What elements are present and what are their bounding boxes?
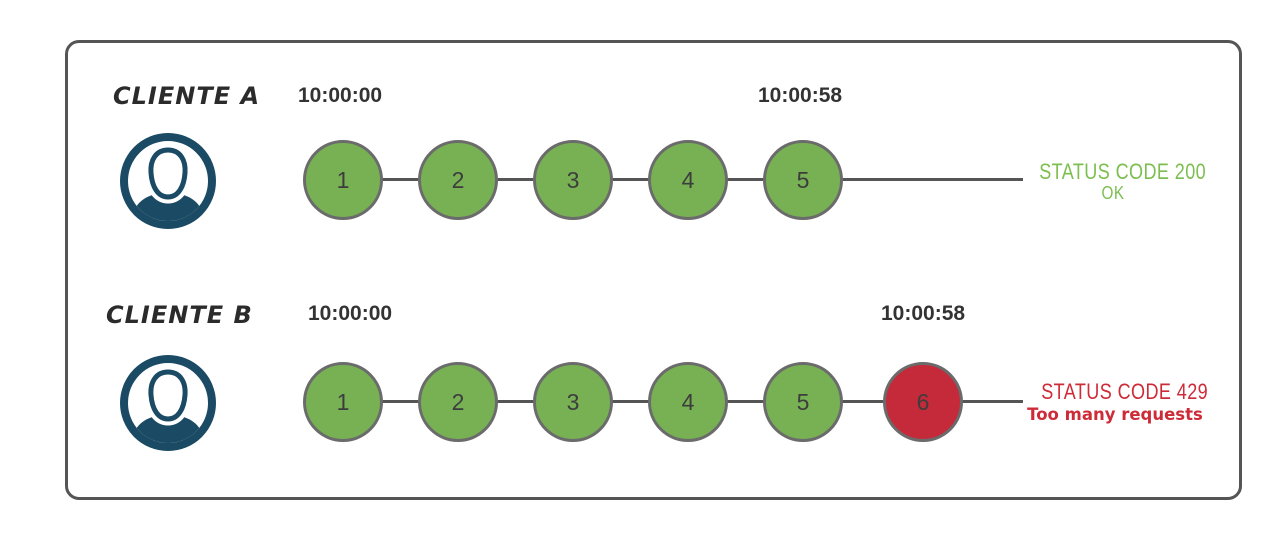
status-code-line: STATUS CODE 429 [1041,379,1209,404]
request-number: 5 [796,388,810,415]
status-code-line: STATUS CODE 200 [1039,159,1207,184]
request-circle: 2 [418,140,498,220]
request-circle: 1 [303,140,383,220]
request-number: 4 [681,166,695,193]
request-number: 6 [916,388,930,415]
client-b-start-timestamp: 10:00:00 [308,302,393,325]
client-a-end-timestamp: 10:00:58 [758,84,843,107]
request-circle: 1 [303,362,383,442]
request-circle-rate-limited: 6 [883,362,963,442]
client-b-end-timestamp: 10:00:58 [881,302,966,325]
client-b-status: STATUS CODE 429 Too many requests [1025,379,1209,424]
request-number: 3 [566,166,580,193]
status-message-line: OK [1101,182,1125,203]
request-circle: 4 [648,140,728,220]
user-avatar-icon [120,355,216,451]
request-circle: 4 [648,362,728,442]
user-avatar-icon [120,133,216,229]
request-number: 5 [796,166,810,193]
request-number: 1 [336,166,350,193]
client-a-label: CLIENTE A [113,82,261,110]
client-a-status: STATUS CODE 200 OK [1023,159,1207,203]
diagram-frame: CLIENTE A 10:00:00 10:00:58 1 2 [65,40,1242,500]
request-number: 2 [451,166,465,193]
request-number: 2 [451,388,465,415]
request-circle: 3 [533,362,613,442]
request-number: 1 [336,388,350,415]
request-number: 3 [566,388,580,415]
client-a-start-timestamp: 10:00:00 [298,84,383,107]
request-circle: 2 [418,362,498,442]
request-circle: 3 [533,140,613,220]
client-b-label: CLIENTE B [106,301,253,329]
status-message-line: Too many requests [1027,404,1203,424]
request-number: 4 [681,388,695,415]
request-circle: 5 [763,362,843,442]
request-circle: 5 [763,140,843,220]
